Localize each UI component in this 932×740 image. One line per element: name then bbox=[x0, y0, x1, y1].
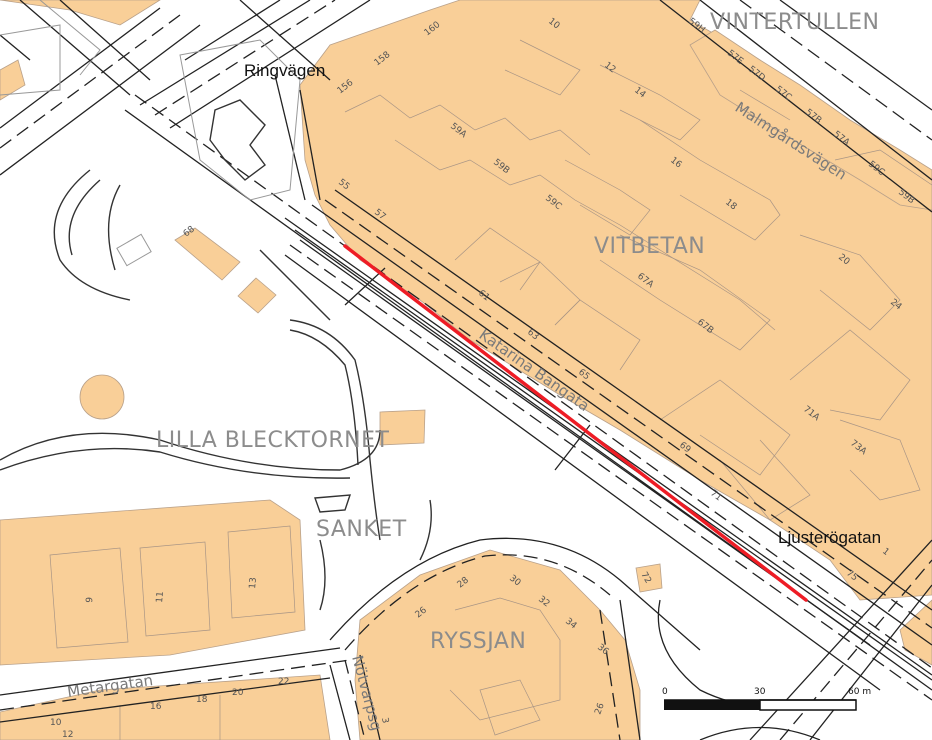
district-sanket: SANKET bbox=[316, 517, 407, 542]
scale-bar-segment-light bbox=[759, 699, 857, 711]
block-68 bbox=[174, 227, 241, 281]
house-number: 11 bbox=[155, 591, 166, 603]
house-number: 72 bbox=[638, 571, 652, 586]
house-number: 13 bbox=[248, 577, 259, 589]
district-vintertullen: VINTERTULLEN bbox=[710, 10, 879, 35]
block-left-edge bbox=[0, 59, 26, 101]
scale-label-30: 30 bbox=[754, 687, 766, 697]
street-label-ljusterogatan: Ljusterögatan bbox=[778, 528, 881, 547]
house-number: 22 bbox=[278, 677, 289, 687]
scale-bar: 0 30 60 m bbox=[662, 687, 871, 711]
block-lower-left bbox=[0, 499, 306, 666]
house-number: 9 bbox=[85, 596, 95, 603]
block-top-left bbox=[0, 0, 161, 26]
house-number: 12 bbox=[62, 730, 73, 740]
scale-label-0: 0 bbox=[662, 687, 668, 697]
block-72 bbox=[635, 563, 663, 593]
house-number: 1 bbox=[880, 546, 891, 557]
district-ryssjan: RYSSJAN bbox=[430, 629, 526, 654]
buildings-layer bbox=[49, 39, 932, 740]
house-number: 26 bbox=[593, 702, 606, 716]
block-bottom-left bbox=[0, 674, 331, 740]
street-label-ringvagen: Ringvägen bbox=[244, 61, 325, 80]
block-small-1 bbox=[237, 277, 277, 314]
scale-label-60: 60 m bbox=[848, 687, 871, 697]
block-round bbox=[79, 374, 125, 420]
district-lilla-blecktornet: LILLA BLECKTORNET bbox=[156, 428, 390, 453]
block-ryssjan bbox=[354, 549, 641, 740]
house-number: 3 bbox=[379, 717, 390, 724]
house-number: 16 bbox=[150, 702, 162, 712]
house-number: 10 bbox=[50, 718, 62, 728]
scale-bar-segment-dark bbox=[664, 700, 760, 710]
district-vitbetan: VITBETAN bbox=[594, 234, 705, 259]
paths-layer bbox=[0, 0, 432, 611]
house-number: 20 bbox=[232, 688, 244, 698]
block-right-bottom bbox=[899, 599, 932, 666]
highlighted-route[interactable] bbox=[343, 244, 808, 602]
house-number: 18 bbox=[196, 695, 208, 705]
